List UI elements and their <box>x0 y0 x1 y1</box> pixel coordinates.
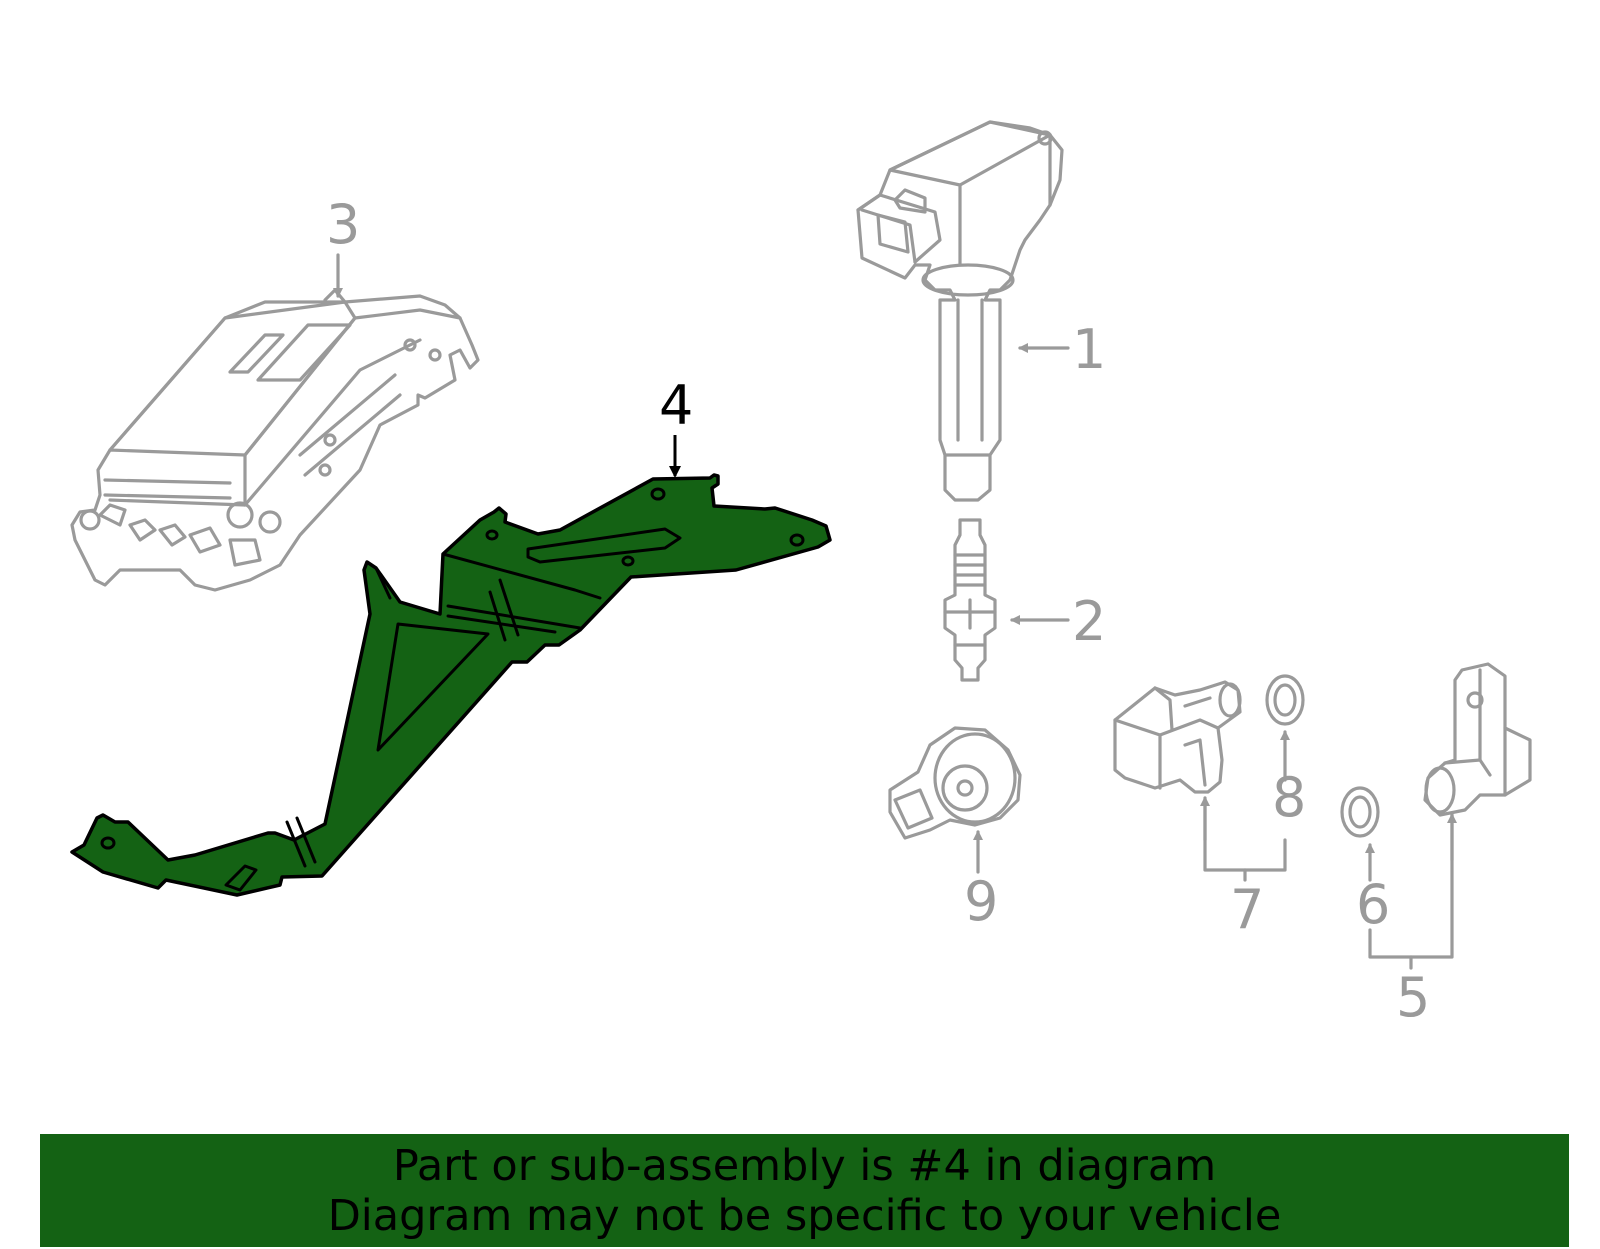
crankshaft-position-sensor-drawing <box>1113 680 1242 794</box>
engine-control-module-drawing <box>70 288 480 592</box>
banner-line-disclaimer: Diagram may not be specific to your vehi… <box>327 1190 1282 1241</box>
callout-2: 2 <box>1072 590 1106 653</box>
camshaft-sensor-o-ring-drawing <box>1340 786 1380 838</box>
crankshaft-sensor-o-ring-drawing <box>1265 674 1305 726</box>
mounting-bracket-drawing <box>70 473 832 897</box>
callout-4: 4 <box>659 374 693 437</box>
callout-3: 3 <box>326 193 360 256</box>
callout-7: 7 <box>1230 878 1264 941</box>
camshaft-position-sensor-drawing <box>1423 662 1532 817</box>
callout-6: 6 <box>1356 873 1390 936</box>
ignition-coil-drawing <box>856 120 1064 502</box>
spark-plug-drawing <box>943 518 997 682</box>
banner-line-part-number: Part or sub-assembly is #4 in diagram <box>392 1140 1217 1191</box>
callout-numbers: 1 2 3 4 5 6 7 8 9 <box>326 193 1430 1029</box>
callout-1: 1 <box>1072 318 1106 381</box>
info-banner: Part or sub-assembly is #4 in diagram Di… <box>40 1134 1569 1247</box>
callout-9: 9 <box>964 870 998 933</box>
callout-5: 5 <box>1396 966 1430 1029</box>
leader-lines <box>333 253 1457 970</box>
knock-sensor-drawing <box>888 726 1022 840</box>
callout-8: 8 <box>1272 766 1306 829</box>
